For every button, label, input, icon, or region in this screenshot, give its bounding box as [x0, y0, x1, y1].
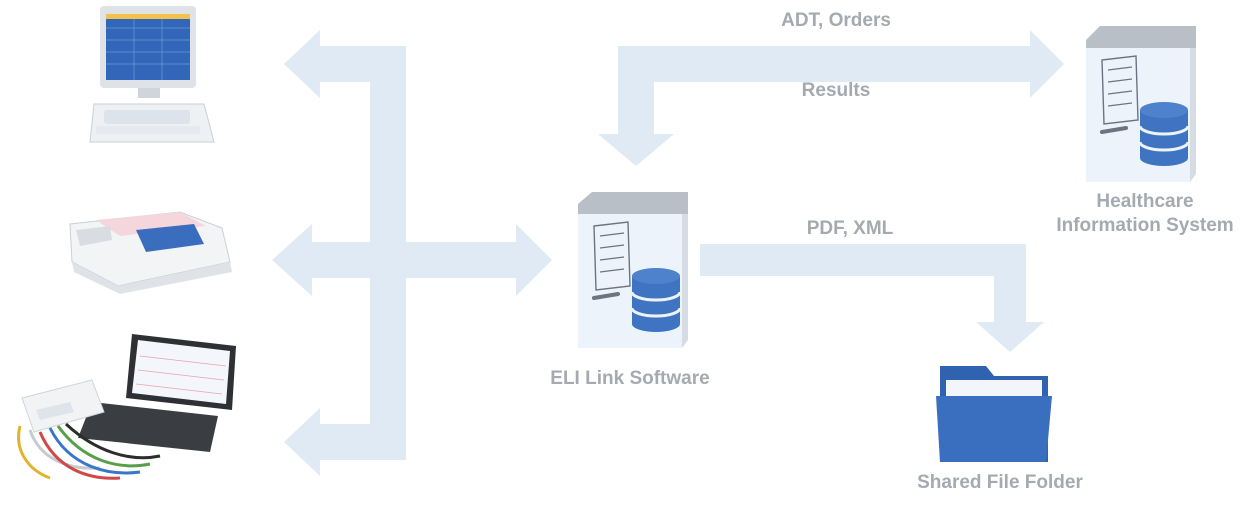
ecg-cart-device: [89, 6, 215, 143]
arrowhead-results-to-eli-link: [598, 134, 674, 166]
arrow-shaft-to-folder-vertical: [994, 244, 1026, 328]
eli-link-server: [578, 192, 688, 348]
ecg-tablet-device: [17, 334, 236, 480]
arrowhead-to-electrocardiograph: [272, 224, 312, 296]
arrowhead-to-his: [1030, 30, 1064, 98]
folder-icon: [936, 366, 1052, 462]
arrow-shaft-horizontal: [310, 242, 520, 278]
database-icon: [1138, 102, 1190, 166]
arrowhead-to-eli-link: [516, 224, 552, 296]
node-label-shared-folder: Shared File Folder: [917, 472, 1083, 493]
node-label-his-line1: Healthcare: [1096, 191, 1194, 212]
server-top: [1086, 26, 1196, 48]
ecg-printer-device: [69, 211, 232, 294]
arrowhead-to-tablet: [284, 408, 320, 476]
edge-label-adt-orders: ADT, Orders: [781, 10, 891, 31]
arrowhead-to-cart: [284, 30, 320, 98]
arrow-shaft-to-tablet: [320, 424, 406, 460]
node-label-eli-link: ELI Link Software: [550, 368, 710, 389]
arrow-shaft-to-folder: [700, 244, 1026, 276]
his-server: [1086, 26, 1196, 182]
database-icon: [630, 268, 682, 332]
arrow-shaft-to-cart: [320, 46, 406, 82]
cart-monitor-screen: [106, 14, 190, 80]
document-icon: [1101, 55, 1139, 125]
connector-arrows: [272, 30, 1064, 476]
server-top: [578, 192, 688, 214]
edge-label-pdf-xml: PDF, XML: [806, 218, 894, 239]
document-icon: [593, 221, 631, 291]
arrow-shaft-to-his: [618, 46, 1030, 82]
node-label-his-line2: Information System: [1056, 215, 1234, 236]
node-label-his: Healthcare Information System: [1040, 190, 1250, 238]
arrowhead-to-folder: [976, 322, 1044, 352]
edge-label-results: Results: [801, 80, 871, 101]
